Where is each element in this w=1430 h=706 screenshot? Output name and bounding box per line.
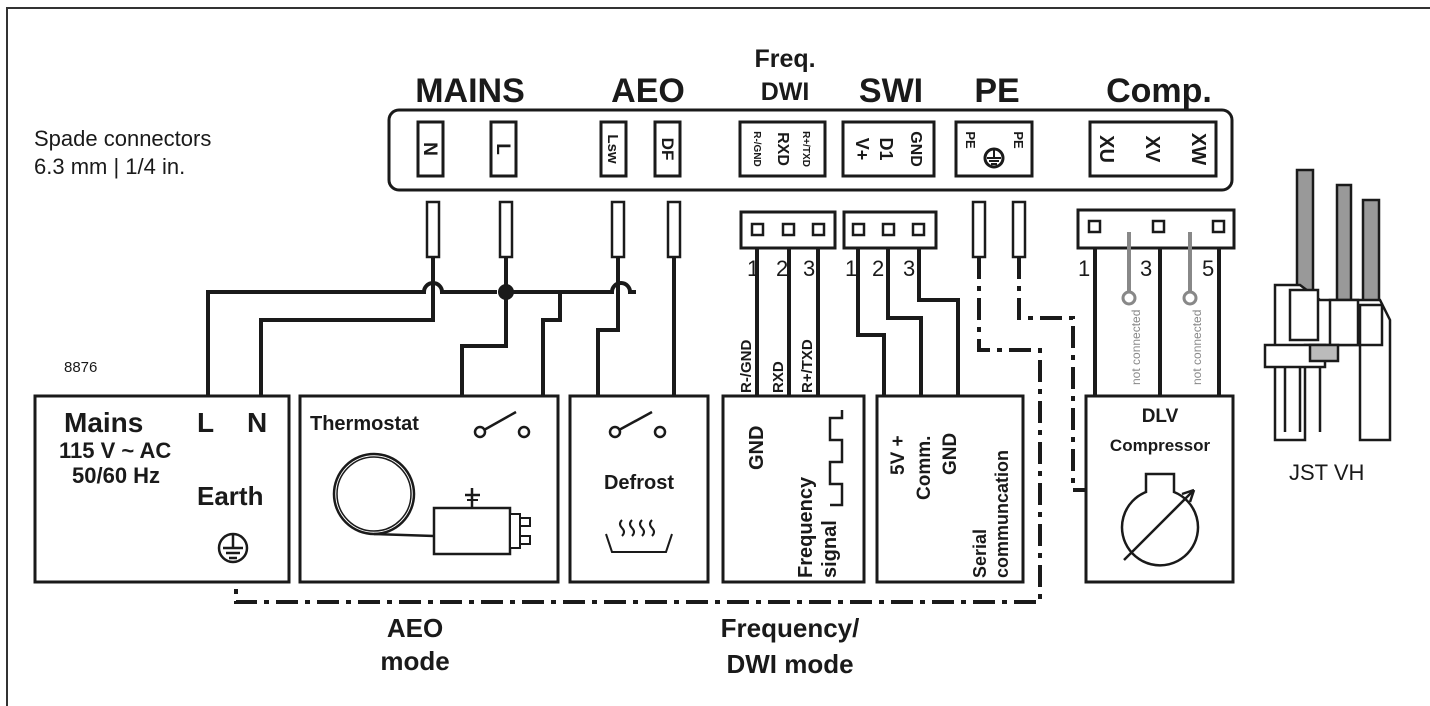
terminal-pe-b: PE [1011, 131, 1026, 149]
jst-header-freq [739, 210, 837, 250]
header-comp: Comp. [1106, 72, 1212, 110]
terminal-pe-a: PE [963, 131, 978, 149]
serial-gnd: GND [940, 433, 961, 475]
jst-connector-icon [1263, 168, 1392, 442]
defrost-title: Defrost [604, 472, 674, 494]
mains-earth-label: Earth [197, 481, 263, 511]
pin-comp-5: 5 [1202, 256, 1214, 281]
freq-mode-line1: Frequency/ [721, 613, 860, 643]
terminal-df [653, 120, 682, 178]
not-connected-label-1: not connected [1129, 310, 1143, 385]
square-wave-icon [828, 410, 844, 507]
header-mains: MAINS [415, 72, 525, 110]
pin-comp-3: 3 [1140, 256, 1152, 281]
thermostat-bulb-icon [332, 452, 531, 556]
terminal-l-label: L [492, 143, 513, 155]
comp-wires [1093, 232, 1221, 396]
terminal-comp [1088, 120, 1218, 178]
pin-comp-1: 1 [1078, 256, 1090, 281]
freq-wires [755, 248, 820, 396]
pin-freq-2: 2 [776, 256, 788, 281]
pe-dashed-wires [234, 257, 1086, 604]
serial-line1: Serial [970, 529, 990, 578]
header-freq: Freq. [754, 45, 815, 73]
pin-swi-3: 3 [903, 256, 915, 281]
terminal-df-label: DF [658, 138, 677, 161]
terminal-lsw [599, 120, 628, 178]
header-swi: SWI [859, 72, 923, 110]
reference-number: 8876 [64, 359, 97, 376]
jst-header-swi [842, 210, 938, 250]
spade-note-line2: 6.3 mm | 1/4 in. [34, 154, 185, 179]
freq-signal-line1: Frequency [795, 476, 817, 578]
spade-note-line1: Spade connectors [34, 126, 211, 151]
mains-frequency: 50/60 Hz [72, 463, 160, 488]
not-connected-label-2: not connected [1190, 310, 1204, 385]
frequency-box [721, 394, 866, 584]
freq-mode-line2: DWI mode [726, 649, 853, 679]
defrost-switch [608, 410, 667, 439]
terminal-l [489, 120, 518, 178]
mains-voltage: 115 V ~ AC [59, 438, 171, 463]
terminal-n-label: N [419, 142, 440, 156]
earth-icon [983, 147, 1005, 169]
ground-icon [217, 532, 249, 564]
header-dwi: DWI [761, 78, 810, 106]
terminal-xu: XU [1095, 135, 1117, 163]
header-aeo: AEO [611, 72, 685, 110]
thermostat-title: Thermostat [310, 413, 419, 435]
terminal-xw: XW [1187, 133, 1209, 165]
dlv-title: DLV [1142, 406, 1179, 427]
jst-vh-label: JST VH [1289, 460, 1364, 485]
terminal-r-txd: R+/TXD [800, 131, 811, 167]
terminal-d1: D1 [876, 137, 896, 160]
junction-dot [498, 284, 514, 300]
swi-wires [856, 248, 960, 396]
terminal-rxd: RXD [774, 132, 791, 166]
serial-box [875, 394, 1025, 584]
terminal-n [416, 120, 445, 178]
terminal-xv: XV [1141, 136, 1163, 163]
serial-line2: communcation [992, 450, 1012, 578]
aeo-mode-line1: AEO [387, 613, 443, 643]
pin-swi-1: 1 [845, 256, 857, 281]
aeo-mode-line2: mode [380, 646, 449, 676]
terminal-gnd: GND [907, 131, 924, 167]
wire-label-r-gnd: R-/GND [738, 340, 755, 393]
serial-comm: Comm. [914, 436, 935, 500]
thermostat-switch [473, 410, 531, 439]
terminal-r-gnd: R-/GND [751, 131, 762, 167]
compressor-icon [1120, 472, 1200, 567]
thermostat-box [298, 394, 560, 584]
serial-5v: 5V + [888, 435, 909, 475]
freq-gnd-label: GND [746, 426, 768, 470]
dlv-subtitle: Compressor [1110, 436, 1211, 455]
terminal-v-plus: V+ [852, 138, 872, 161]
pin-freq-3: 3 [803, 256, 815, 281]
terminal-freq [738, 120, 827, 178]
pin-swi-2: 2 [872, 256, 884, 281]
heater-icon [605, 519, 673, 553]
terminal-swi [841, 120, 936, 178]
header-pe: PE [974, 72, 1019, 110]
wire-label-r-txd: R+/TXD [799, 339, 816, 393]
freq-signal-line2: signal [819, 520, 841, 578]
mains-l-label: L [197, 407, 214, 438]
wire-label-rxd: RXD [770, 361, 787, 393]
terminal-lsw-label: Lsw [604, 134, 621, 164]
jst-header-comp [1076, 208, 1236, 250]
diagram-frame [6, 7, 1430, 706]
mains-n-label: N [247, 407, 267, 438]
mains-title: Mains [64, 407, 143, 438]
